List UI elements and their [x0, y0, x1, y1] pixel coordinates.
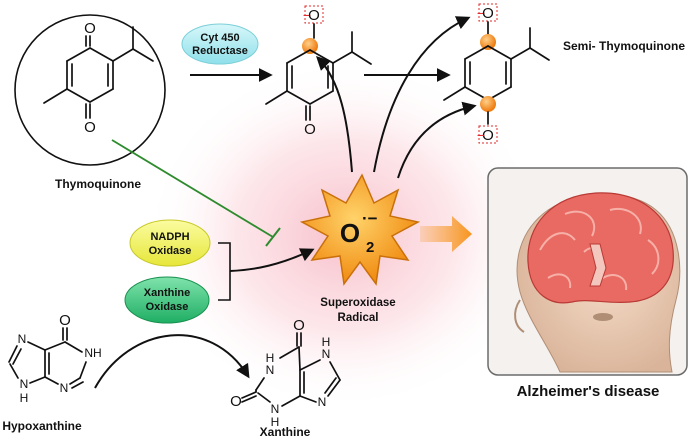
- hypoxanthine-structure: O NH N N N H: [8, 312, 102, 405]
- thymoquinone-structure: O O: [43, 20, 154, 136]
- semi-thymoquinone-structure: − O O −: [443, 3, 550, 144]
- enzyme-to-radical-arrow: [229, 248, 315, 272]
- radical-curved-arrow-1: [316, 56, 353, 173]
- semi-thymoquinone-label: Semi- Thymoquinone: [563, 39, 685, 53]
- xa-atom-n3: N: [322, 347, 331, 361]
- radical-charge-3: −: [477, 127, 485, 143]
- nadph-oxidase-badge: [129, 219, 211, 267]
- atom-o-bottom: O: [84, 119, 96, 136]
- orange-progression-arrow: [420, 216, 472, 252]
- xa-atom-n1: N: [266, 363, 275, 377]
- radical-charge-2: −: [477, 5, 485, 21]
- xa-atom-o1: O: [293, 317, 305, 334]
- superoxide-star-icon: [299, 173, 421, 286]
- xa-atom-h2: H: [271, 415, 280, 429]
- xo-label-line2: Oxidase: [146, 301, 189, 313]
- atom-o-top: O: [84, 20, 96, 37]
- inhibition-bar: [265, 227, 281, 247]
- xanthine-oxidase-badge: [124, 276, 210, 324]
- superoxide-subscript: 2: [366, 239, 374, 256]
- nadph-label-line2: Oxidase: [149, 245, 192, 257]
- radical-charge-1: −: [303, 7, 311, 23]
- nadph-label-line1: NADPH: [150, 231, 189, 243]
- xa-atom-h3: H: [322, 335, 331, 349]
- hypoxanthine-label: Hypoxanthine: [2, 419, 82, 433]
- hx-atom-n2: N: [18, 332, 27, 346]
- intermediate-o-bottom: O: [304, 121, 316, 138]
- radical-curved-arrow-2: [373, 16, 471, 173]
- xanthine-label: Xanthine: [260, 425, 311, 439]
- brain-mri-illustration-icon: [514, 192, 681, 373]
- thymoquinone-label: Thymoquinone: [55, 177, 141, 191]
- radical-o-1: O: [308, 7, 320, 24]
- xa-atom-o2: O: [230, 393, 242, 410]
- cyt450-label-line2: Reductase: [192, 45, 248, 57]
- superoxide-charge: ·−: [362, 209, 378, 228]
- xo-label-line1: Xanthine: [144, 287, 190, 299]
- hx-atom-h: H: [20, 391, 29, 405]
- radical-o-3: O: [482, 127, 494, 144]
- xa-atom-n2: N: [271, 402, 280, 416]
- xanthine-structure: O H N O N H N H N: [230, 317, 341, 429]
- enzyme-bracket: [218, 242, 231, 301]
- hx-atom-o: O: [59, 312, 71, 329]
- hx-atom-n3: N: [20, 377, 29, 391]
- hx-atom-n1: N: [60, 381, 69, 395]
- cyt450-reductase-badge: [181, 23, 259, 65]
- alzheimers-label: Alzheimer's disease: [517, 383, 660, 400]
- xa-atom-h1: H: [266, 351, 275, 365]
- radical-o-2: O: [482, 5, 494, 22]
- hypoxanthine-to-xanthine-arrow: [94, 334, 250, 389]
- xa-atom-n4: N: [318, 395, 327, 409]
- cyt450-label-line1: Cyt 450: [200, 32, 239, 44]
- hx-atom-nh: NH: [84, 346, 101, 360]
- superoxide-label-line1: Superoxidase: [320, 297, 395, 309]
- inhibition-line: [111, 139, 274, 238]
- superoxide-label-line2: Radical: [338, 312, 379, 324]
- radical-curved-arrow-3: [397, 101, 477, 179]
- superoxide-symbol: O: [340, 218, 360, 248]
